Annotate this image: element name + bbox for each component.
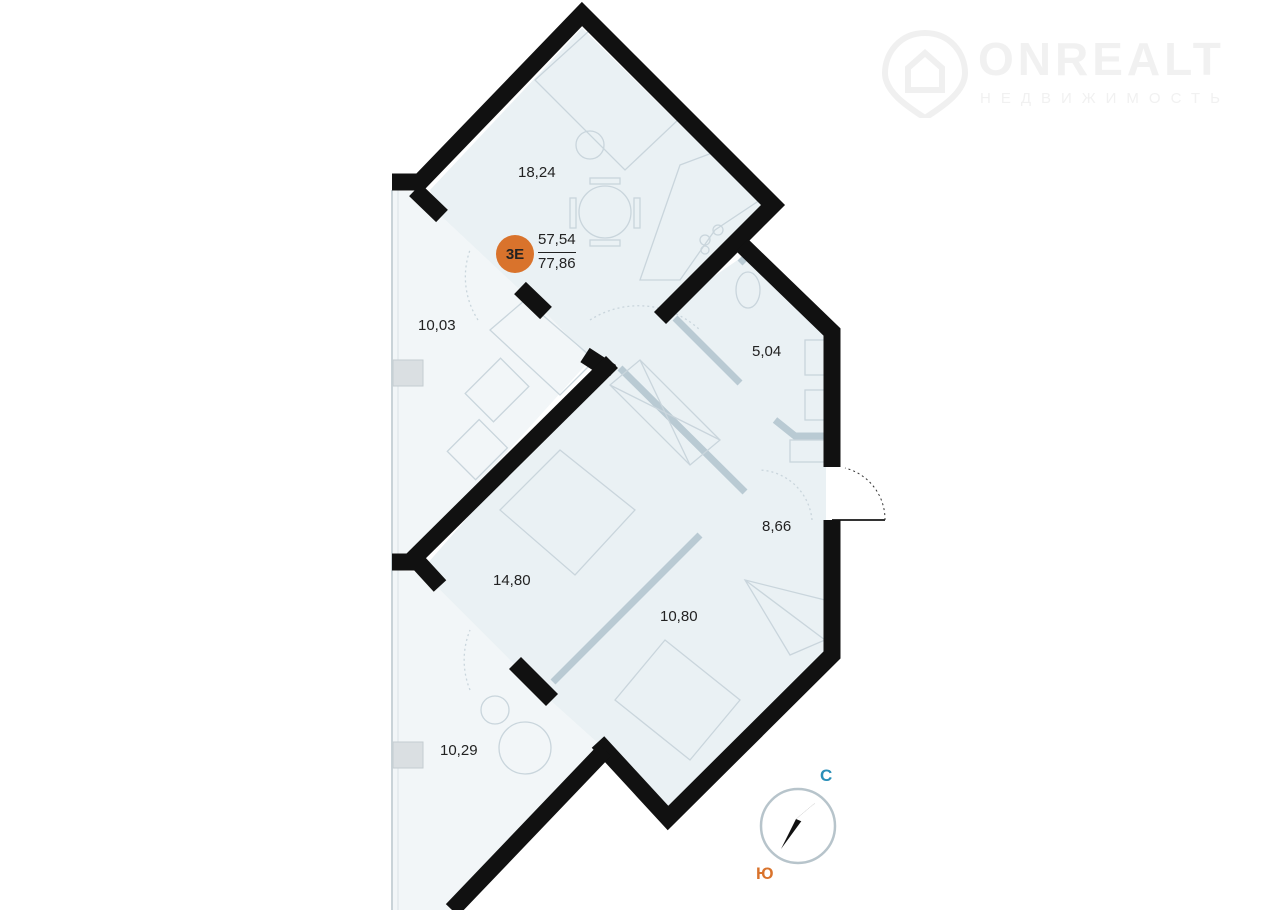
balcony-2-area <box>392 570 600 910</box>
room-area-bedroom-2: 10,80 <box>660 608 698 625</box>
compass-north-label: С <box>820 766 833 785</box>
exterior-walls <box>392 1 841 910</box>
total-area: 77,86 <box>538 255 576 272</box>
entrance-door <box>832 467 886 521</box>
room-area-kitchen-living: 18,24 <box>518 164 556 181</box>
balcony-1-area <box>392 190 590 560</box>
apartment-type-badge: 3Е <box>496 235 534 273</box>
room-area-bedroom-1: 14,80 <box>493 572 531 589</box>
apartment-area-fraction: 57,54 77,86 <box>538 229 576 275</box>
compass-south-label: Ю <box>756 864 774 883</box>
room-area-balcony-1: 10,03 <box>418 317 456 334</box>
room-area-balcony-2: 10,29 <box>440 742 478 759</box>
room-area-bathroom: 5,04 <box>752 343 782 360</box>
logo-tagline: НЕДВИЖИМОСТЬ <box>980 90 1230 107</box>
house-pin-icon <box>881 29 969 118</box>
compass <box>759 787 837 865</box>
column <box>392 741 424 769</box>
column <box>392 359 424 387</box>
room-area-hallway: 8,66 <box>762 518 792 535</box>
living-area: 57,54 <box>538 229 576 253</box>
logo-name: ONREALT <box>978 33 1225 85</box>
